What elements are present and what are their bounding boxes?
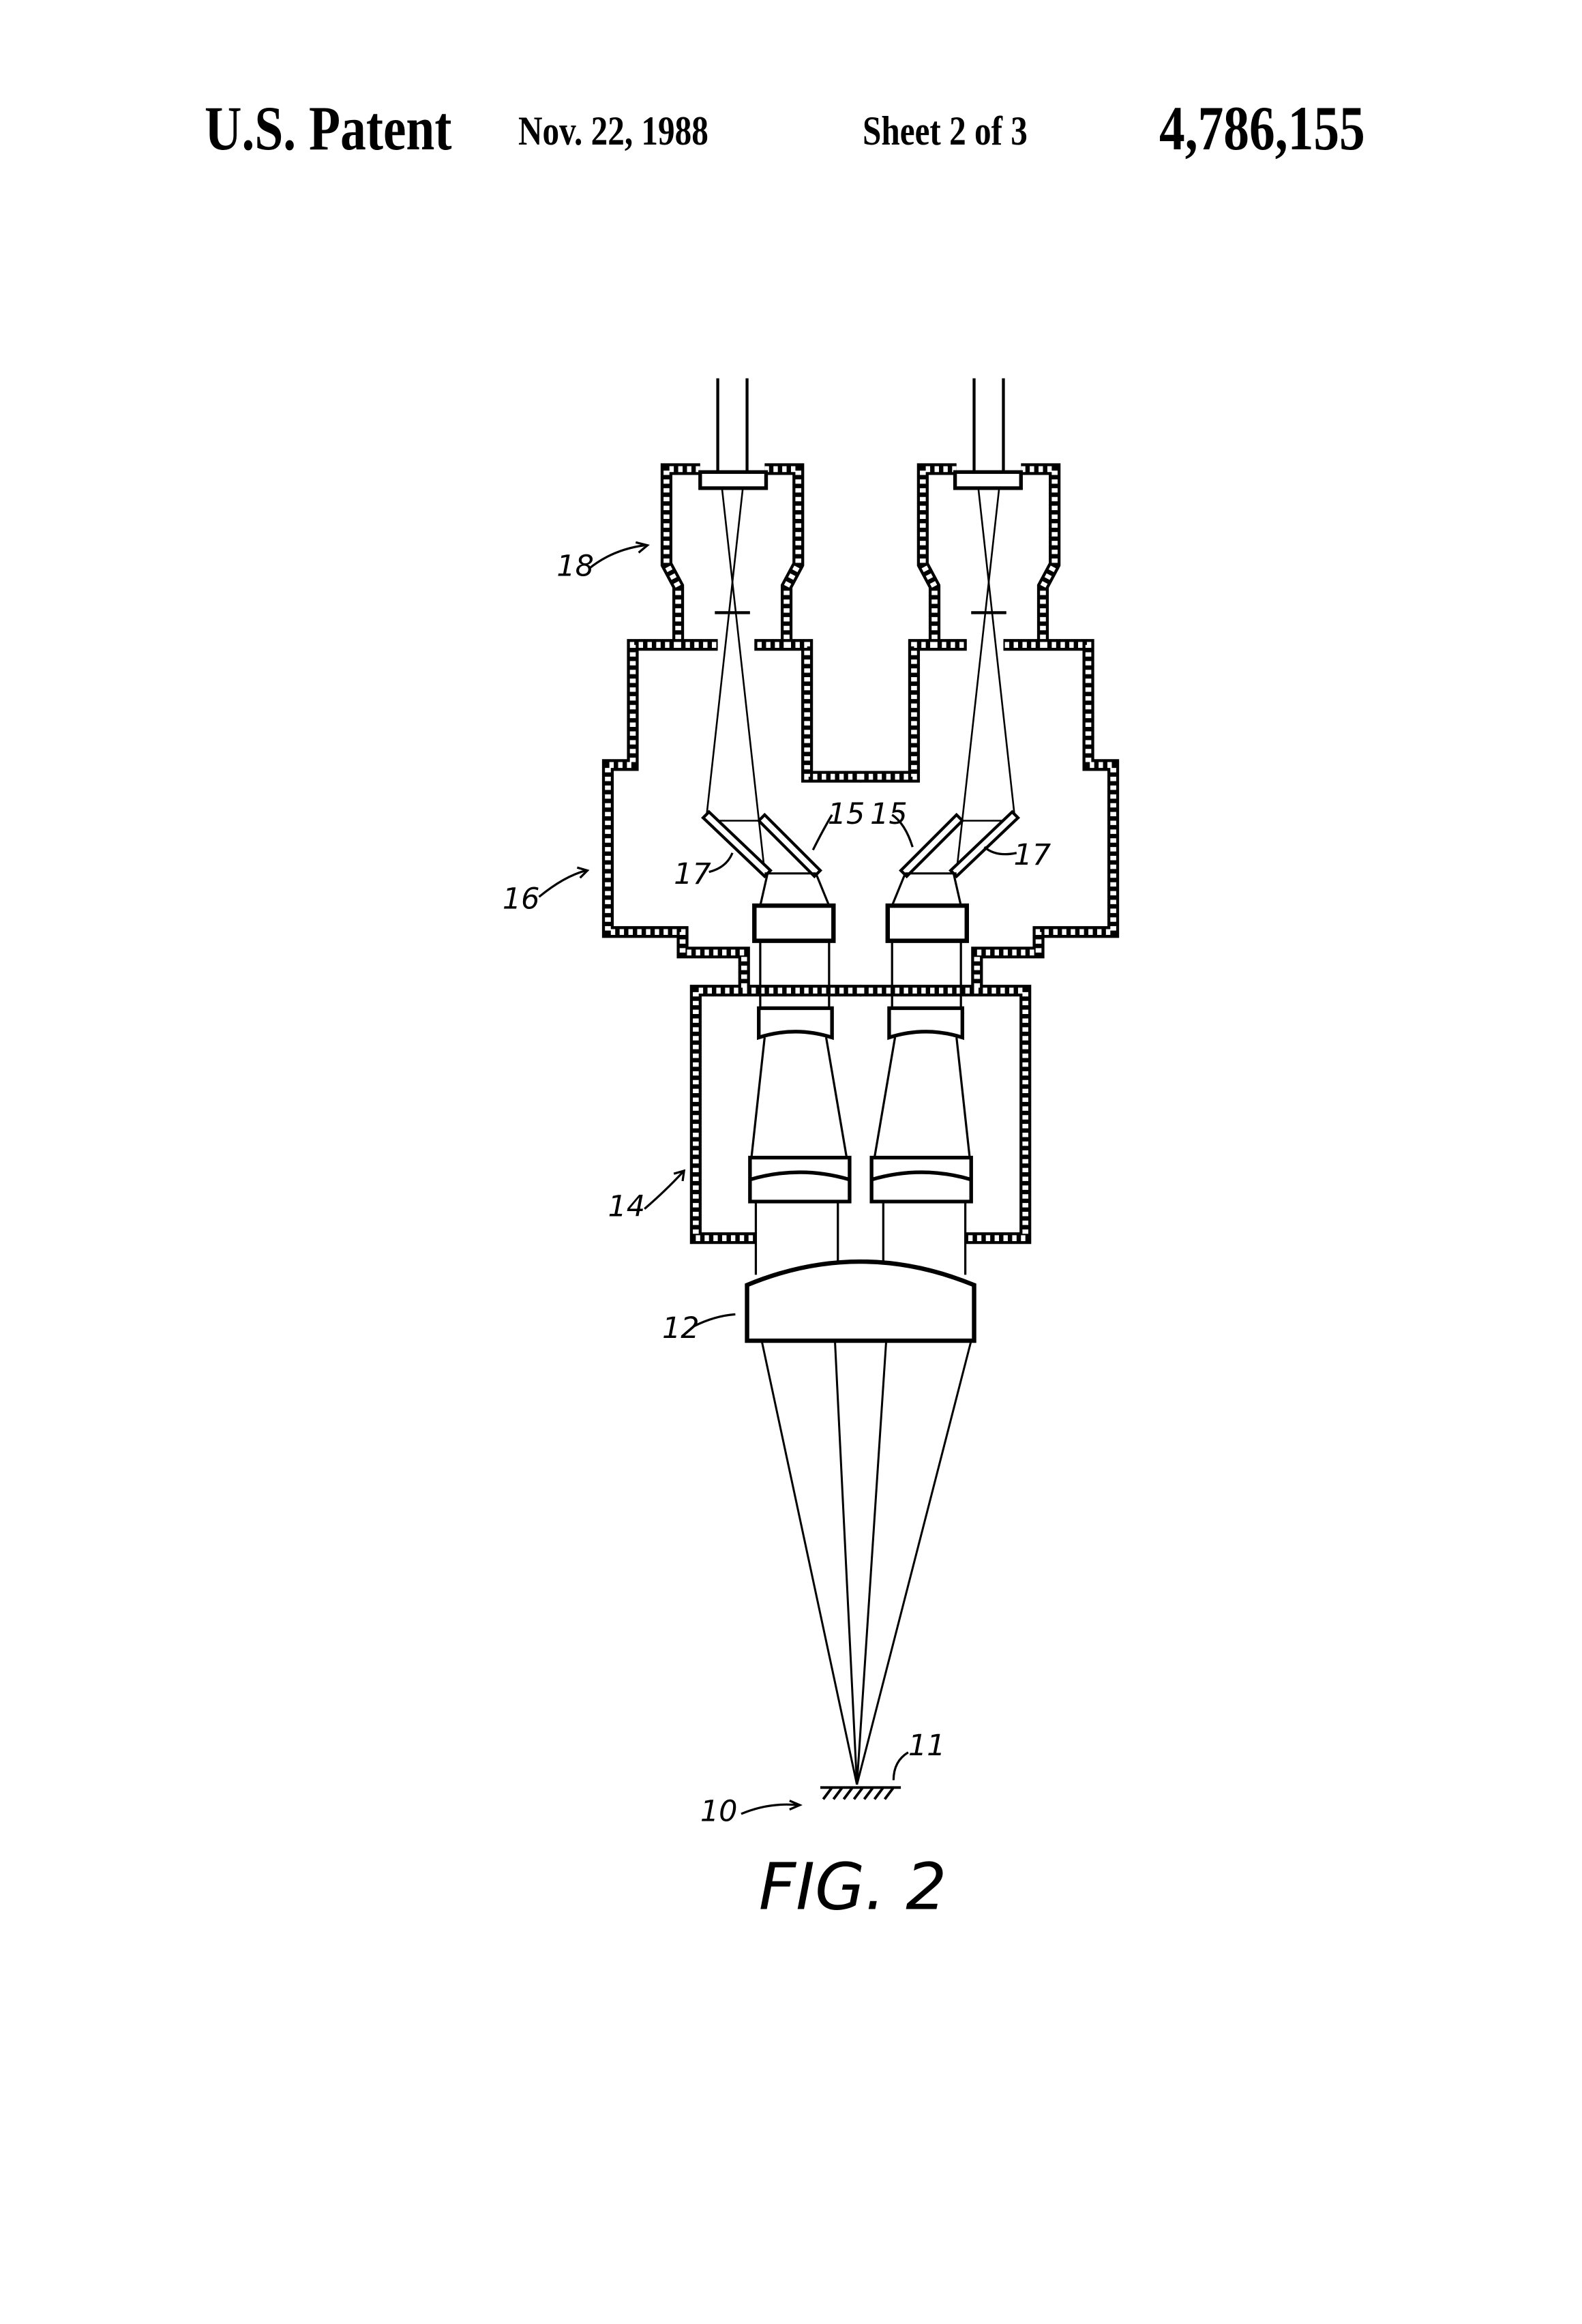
label-15-left: 15 [828, 797, 865, 831]
label-16: 16 [503, 882, 540, 916]
label-15-right: 15 [870, 797, 908, 831]
figure-caption: FIG. 2 [759, 1850, 947, 1925]
label-11: 11 [908, 1729, 946, 1763]
objective-lens [745, 1259, 976, 1343]
label-12: 12 [662, 1311, 700, 1345]
label-14: 14 [608, 1189, 645, 1223]
label-17-left: 17 [674, 857, 711, 891]
object-rays [760, 1340, 972, 1785]
sheet-number: Sheet 2 of 3 [863, 108, 1028, 153]
leader-lines [538, 541, 1017, 1815]
label-17-right: 17 [1014, 838, 1051, 872]
patent-header-title: U.S. Patent [205, 93, 452, 163]
label-18: 18 [556, 550, 594, 584]
patent-number: 4,786,155 [1159, 93, 1365, 163]
label-10: 10 [700, 1795, 738, 1829]
object-surface [820, 1786, 901, 1800]
patent-date: Nov. 22, 1988 [518, 108, 708, 153]
left-optical-path [608, 378, 861, 1275]
